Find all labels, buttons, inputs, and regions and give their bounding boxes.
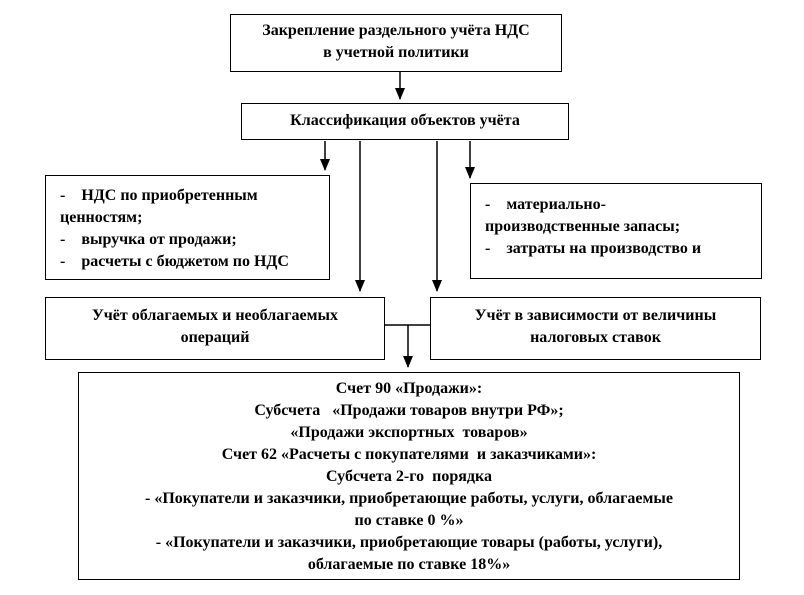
box-accounts-line-9: облагаемые по ставке 18%»	[307, 556, 511, 573]
box-right-objects-line-2: производственные запасы;	[485, 218, 681, 235]
box-classification: Классификация объектов учёта	[241, 103, 569, 140]
box-taxable-operations: Учёт облагаемых и необлагаемых операций	[45, 297, 385, 360]
box-taxable-operations-line-2: операций	[180, 329, 250, 346]
box-right-objects-line-1: - материально-	[485, 196, 606, 213]
box-policy: Закрепление раздельного учёта НДС в учет…	[230, 14, 562, 72]
box-accounts-line-4: Счет 62 «Расчеты с покупателями и заказч…	[221, 446, 597, 463]
box-accounts-line-1: Счет 90 «Продажи»:	[335, 380, 483, 397]
box-classification-line: Классификация объектов учёта	[290, 112, 520, 129]
box-accounts-line-8: - «Покупатели и заказчики, приобретающие…	[155, 534, 663, 551]
box-left-objects-line-3: - выручка от продажи;	[60, 231, 237, 248]
box-policy-line-1: Закрепление раздельного учёта НДС	[262, 22, 530, 39]
box-policy-line-2: в учетной политики	[323, 44, 469, 61]
box-left-objects-line-4: - расчеты с бюджетом по НДС	[60, 253, 289, 270]
box-accounts-line-6: - «Покупатели и заказчики, приобретающие…	[145, 490, 673, 507]
box-tax-rates-line-2: налоговых ставок	[530, 329, 661, 346]
box-tax-rates-line-1: Учёт в зависимости от величины	[474, 307, 717, 324]
box-accounts-line-5: Субсчета 2-го порядка	[326, 468, 492, 485]
box-tax-rates: Учёт в зависимости от величины налоговых…	[430, 297, 761, 360]
box-left-objects: - НДС по приобретенным ценностям; - выру…	[45, 175, 330, 280]
box-accounts-line-7: по ставке 0 %»	[354, 512, 464, 529]
box-accounts-line-2: Субсчета «Продажи товаров внутри РФ»;	[254, 402, 564, 419]
box-right-objects-line-3: - затраты на производство и	[485, 240, 702, 257]
box-taxable-operations-line-1: Учёт облагаемых и необлагаемых	[92, 307, 338, 324]
box-left-objects-line-1: - НДС по приобретенным	[60, 187, 258, 204]
box-left-objects-line-2: ценностям;	[60, 209, 143, 226]
box-right-objects: - материально- производственные запасы; …	[470, 183, 762, 279]
box-accounts: Счет 90 «Продажи»: Субсчета «Продажи тов…	[78, 372, 740, 580]
box-accounts-line-3: «Продажи экспортных товаров»	[290, 424, 528, 441]
